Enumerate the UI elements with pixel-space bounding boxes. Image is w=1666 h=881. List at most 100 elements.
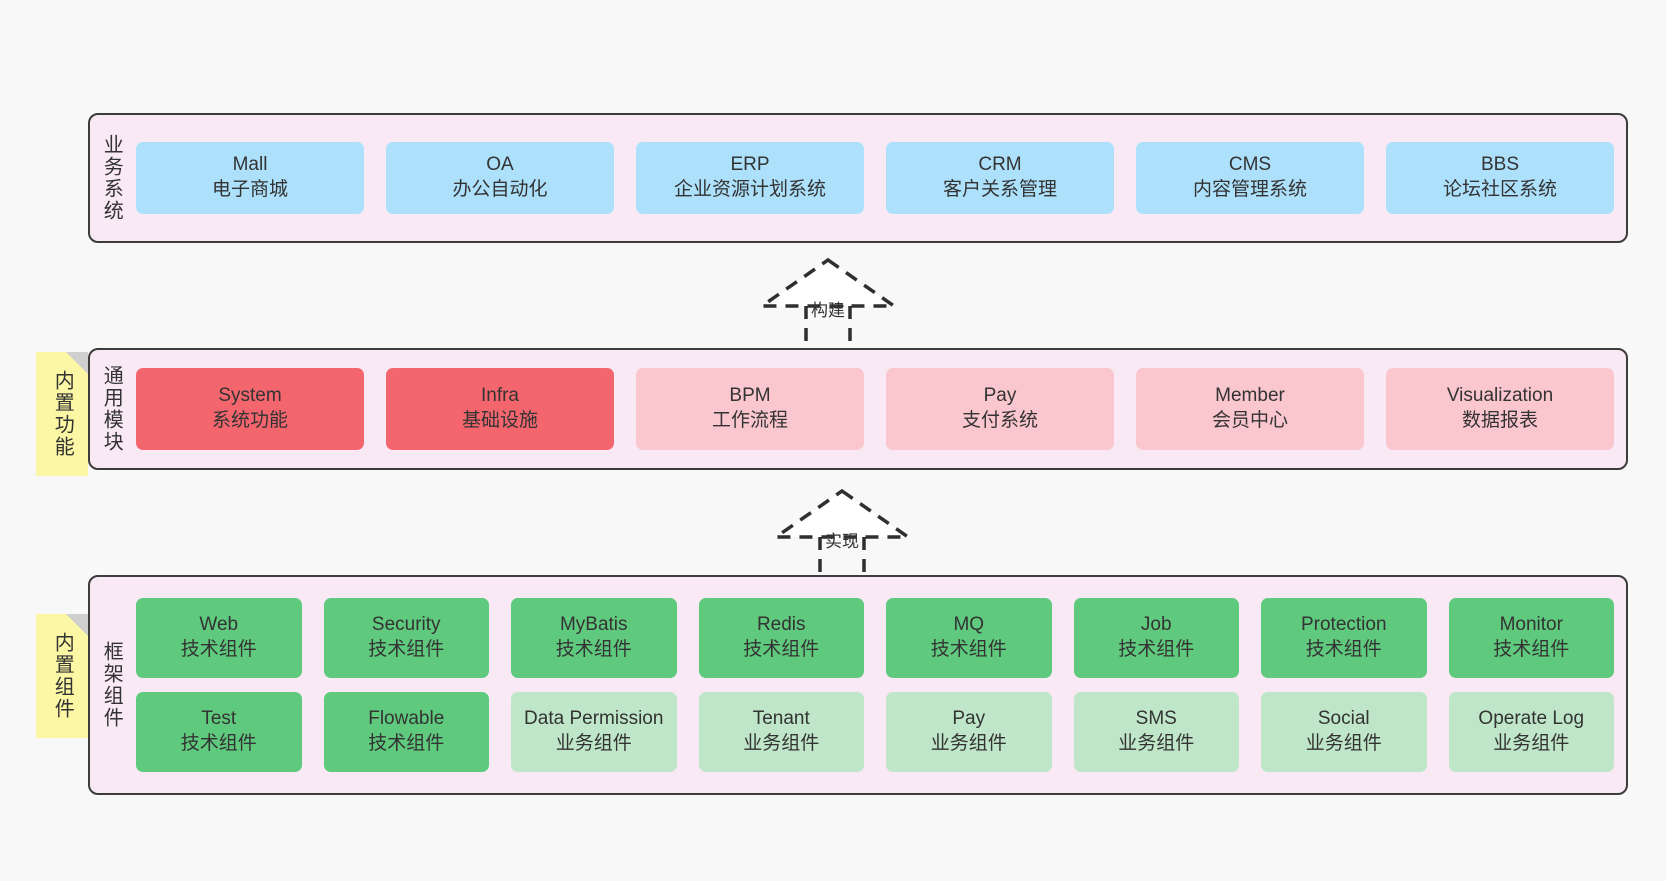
generalization-arrowhead	[770, 488, 914, 539]
component-card-tenant[interactable]: Tenant 业务组件	[698, 692, 864, 772]
component-card-type: 技术组件	[368, 639, 445, 660]
component-card-job[interactable]: Job 技术组件	[1073, 598, 1239, 678]
module-card-mall[interactable]: Mall 电子商城	[136, 142, 364, 214]
component-card-name: Pay	[952, 708, 986, 730]
layer-body-business-systems: Mall 电子商城 OA 办公自动化 ERP 企业资源计划系统 CRM 客户关系…	[132, 115, 1626, 241]
component-card-name: Test	[201, 708, 237, 730]
layer-title-framework-components: 框架组件	[100, 641, 123, 729]
module-card-desc: 支付系统	[961, 410, 1038, 431]
component-card-pay[interactable]: Pay 业务组件	[886, 692, 1052, 772]
component-card-name: Redis	[756, 614, 806, 636]
component-card-data-permission[interactable]: Data Permission 业务组件	[511, 692, 677, 772]
module-card-bpm[interactable]: BPM 工作流程	[636, 368, 864, 450]
component-card-name: Flowable	[368, 708, 445, 730]
component-card-mybatis[interactable]: MyBatis 技术组件	[511, 598, 677, 678]
component-card-operate-log[interactable]: Operate Log 业务组件	[1448, 692, 1614, 772]
connector-shaft	[818, 537, 866, 572]
component-card-web[interactable]: Web 技术组件	[136, 598, 302, 678]
component-card-type: 技术组件	[180, 639, 257, 660]
layer-title-common-modules: 通用模块	[100, 365, 123, 453]
component-card-name: Web	[199, 614, 239, 636]
component-card-sms[interactable]: SMS 业务组件	[1073, 692, 1239, 772]
component-card-type: 业务组件	[1118, 733, 1195, 754]
component-card-name: Tenant	[752, 708, 810, 730]
module-card-name: BPM	[729, 385, 771, 407]
component-card-type: 技术组件	[930, 639, 1007, 660]
row: Mall 电子商城 OA 办公自动化 ERP 企业资源计划系统 CRM 客户关系…	[136, 142, 1614, 214]
module-card-system[interactable]: System 系统功能	[136, 368, 364, 450]
row: System 系统功能 Infra 基础设施 BPM 工作流程 Pay 支付系统…	[136, 368, 1614, 450]
module-card-desc: 内容管理系统	[1192, 179, 1307, 200]
component-card-flowable[interactable]: Flowable 技术组件	[323, 692, 489, 772]
component-card-name: Job	[1140, 614, 1172, 636]
module-card-name: CRM	[978, 154, 1022, 176]
component-card-type: 业务组件	[1493, 733, 1570, 754]
module-card-infra[interactable]: Infra 基础设施	[386, 368, 614, 450]
component-card-social[interactable]: Social 业务组件	[1261, 692, 1427, 772]
note-label: 内置功能	[51, 370, 74, 458]
module-card-member[interactable]: Member 会员中心	[1136, 368, 1364, 450]
component-card-type: 技术组件	[1118, 639, 1195, 660]
component-card-security[interactable]: Security 技术组件	[323, 598, 489, 678]
connector-shaft	[804, 306, 852, 346]
layer-title-business-systems: 业务系统	[100, 134, 123, 222]
component-card-type: 业务组件	[555, 733, 632, 754]
component-card-type: 业务组件	[1305, 733, 1382, 754]
generalization-arrowhead	[756, 257, 900, 308]
component-card-type: 技术组件	[1305, 639, 1382, 660]
component-card-test[interactable]: Test 技术组件	[136, 692, 302, 772]
module-card-name: BBS	[1480, 154, 1520, 176]
module-card-erp[interactable]: ERP 企业资源计划系统	[636, 142, 864, 214]
connector-label-build: 构建	[811, 301, 845, 320]
component-card-name: Operate Log	[1478, 708, 1585, 730]
module-card-name: Pay	[983, 385, 1017, 407]
component-card-name: SMS	[1135, 708, 1177, 730]
layer-body-framework-components: Web 技术组件 Security 技术组件 MyBatis 技术组件 Redi…	[132, 577, 1626, 793]
module-card-name: Mall	[232, 154, 268, 176]
note-label: 内置组件	[51, 632, 74, 720]
module-card-bbs[interactable]: BBS 论坛社区系统	[1386, 142, 1614, 214]
component-card-name: MQ	[953, 614, 985, 636]
component-card-type: 业务组件	[743, 733, 820, 754]
component-card-name: MyBatis	[559, 614, 628, 636]
component-card-redis[interactable]: Redis 技术组件	[698, 598, 864, 678]
module-card-oa[interactable]: OA 办公自动化	[386, 142, 614, 214]
component-card-mq[interactable]: MQ 技术组件	[886, 598, 1052, 678]
module-card-desc: 企业资源计划系统	[673, 179, 826, 200]
component-card-name: Data Permission	[524, 708, 664, 730]
component-card-name: Monitor	[1499, 614, 1563, 636]
note-builtin-components: 内置组件	[36, 614, 88, 738]
module-card-desc: 客户关系管理	[942, 179, 1057, 200]
module-card-name: Infra	[480, 385, 520, 407]
module-card-visualization[interactable]: Visualization 数据报表	[1386, 368, 1614, 450]
note-fold-corner-icon	[66, 352, 88, 374]
component-card-type: 技术组件	[1493, 639, 1570, 660]
layer-business-systems: 业务系统 Mall 电子商城 OA 办公自动化 ERP 企业资源计划系统 CRM…	[88, 113, 1628, 243]
module-card-name: ERP	[730, 154, 770, 176]
module-card-desc: 工作流程	[711, 410, 788, 431]
module-card-name: CMS	[1228, 154, 1272, 176]
connector-implement: 实现	[770, 487, 914, 572]
connector-build: 构建	[756, 256, 900, 346]
component-card-type: 业务组件	[930, 733, 1007, 754]
module-card-pay[interactable]: Pay 支付系统	[886, 368, 1114, 450]
row: Test 技术组件 Flowable 技术组件 Data Permission …	[136, 692, 1614, 772]
module-card-cms[interactable]: CMS 内容管理系统	[1136, 142, 1364, 214]
module-card-crm[interactable]: CRM 客户关系管理	[886, 142, 1114, 214]
component-card-name: Social	[1317, 708, 1370, 730]
component-card-protection[interactable]: Protection 技术组件	[1261, 598, 1427, 678]
module-card-desc: 办公自动化	[452, 179, 548, 200]
component-card-type: 技术组件	[180, 733, 257, 754]
module-card-desc: 会员中心	[1211, 410, 1288, 431]
layer-body-common-modules: System 系统功能 Infra 基础设施 BPM 工作流程 Pay 支付系统…	[132, 350, 1626, 468]
component-card-type: 技术组件	[743, 639, 820, 660]
module-card-name: System	[218, 385, 282, 407]
module-card-desc: 数据报表	[1461, 410, 1538, 431]
note-builtin-features: 内置功能	[36, 352, 88, 476]
component-card-name: Protection	[1300, 614, 1387, 636]
component-card-monitor[interactable]: Monitor 技术组件	[1448, 598, 1614, 678]
module-card-desc: 基础设施	[461, 410, 538, 431]
row: Web 技术组件 Security 技术组件 MyBatis 技术组件 Redi…	[136, 598, 1614, 678]
module-card-name: OA	[486, 154, 514, 176]
module-card-desc: 电子商城	[211, 179, 288, 200]
